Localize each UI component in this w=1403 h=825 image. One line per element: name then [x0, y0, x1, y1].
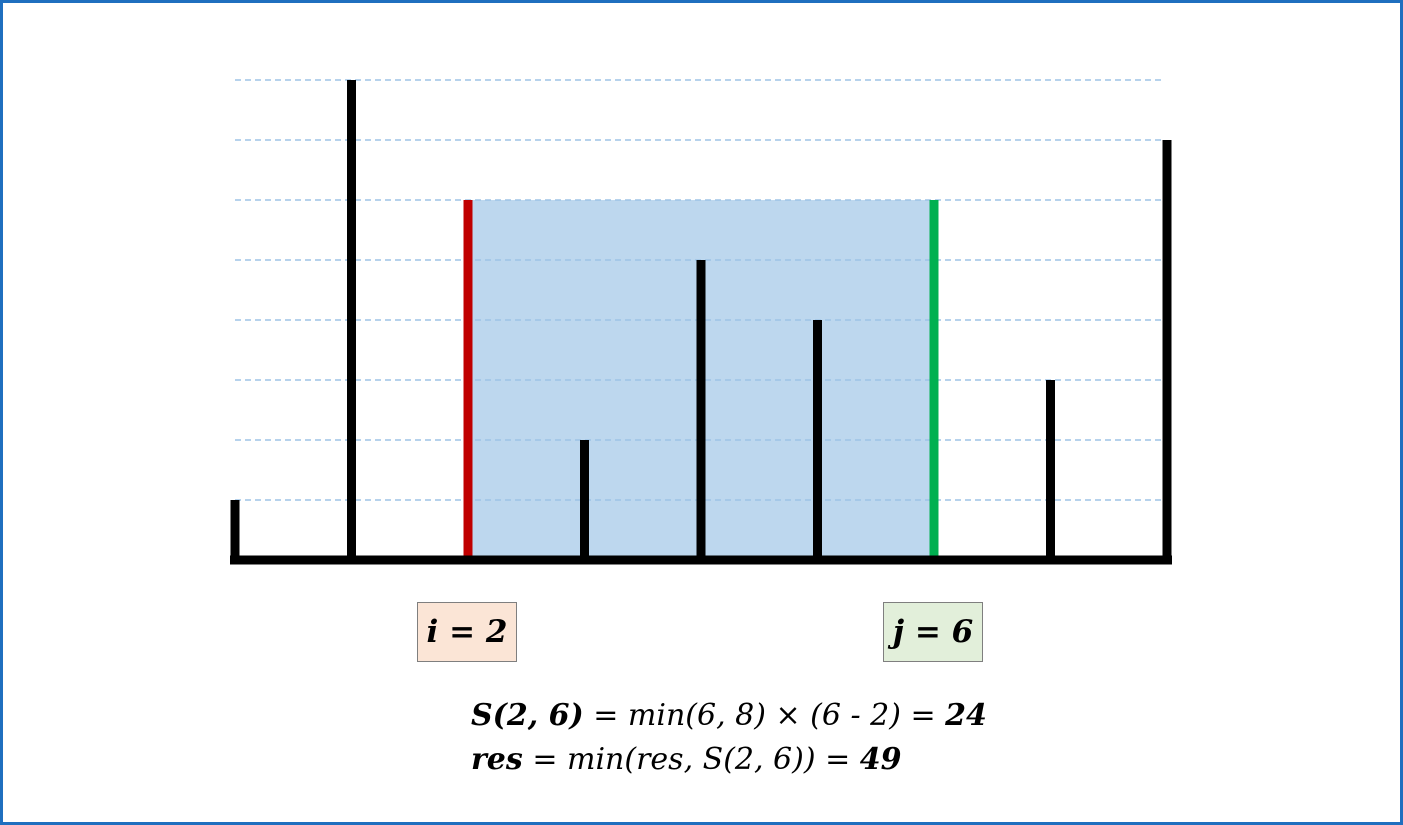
- area-formula-result: 24: [945, 698, 987, 733]
- result-formula-expression: = min(res, S(2, 6)) =: [522, 742, 860, 777]
- area-formula: S(2, 6) = min(6, 8) × (6 - 2) = 24: [471, 698, 987, 733]
- result-formula: res = min(res, S(2, 6)) = 49: [471, 742, 902, 777]
- j-pointer-label: j = 6: [883, 602, 983, 662]
- area-formula-lhs: S(2, 6): [471, 698, 584, 733]
- area-formula-expression: = min(6, 8) × (6 - 2) =: [583, 698, 946, 733]
- bars: [230, 80, 1172, 560]
- i-pointer-label: i = 2: [417, 602, 517, 662]
- result-formula-result: 49: [859, 742, 902, 777]
- result-formula-lhs: res: [471, 742, 523, 777]
